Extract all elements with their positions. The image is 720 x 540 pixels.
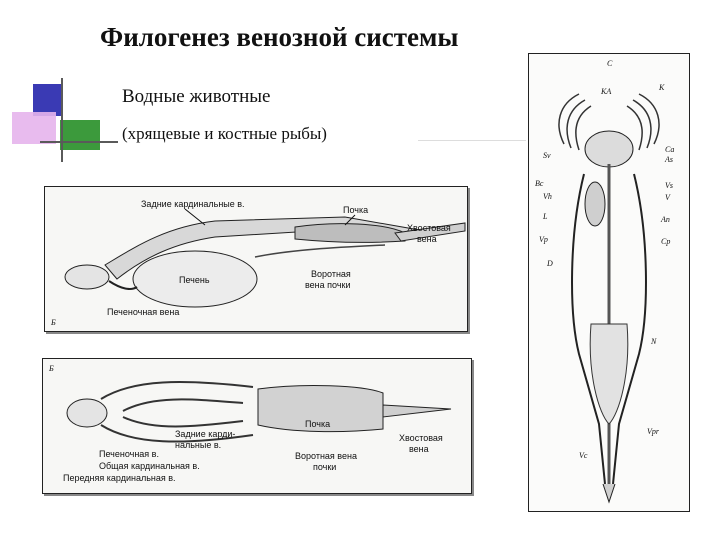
kidney-shape-b [257,385,384,433]
label-V: V [665,193,671,202]
label-Bc: Bc [535,179,544,188]
label-kidney: Почка [343,205,368,215]
label-Vpr: Vpr [647,427,660,436]
kidney-shape [294,223,406,243]
blue-square [33,84,63,116]
label-hepatic-vein: Печеночная вена [107,307,179,317]
cardinal-loops-shape [100,381,254,443]
label-As: As [664,155,673,164]
label-front-cardinal-b: Передняя кардинальная в. [63,473,176,483]
label-C: C [607,59,613,68]
divider-line [418,140,526,141]
label-D: D [546,259,553,268]
label-portal-vein-line1: Воротная [311,269,351,279]
green-square [60,120,100,150]
label-Vs: Vs [665,181,673,190]
label-portal-vein-b-line1: Воротная вена [295,451,357,461]
label-tag-panel-b: Б [48,364,54,373]
heart-shape [64,264,110,290]
label-tag-panel-a: Б [50,318,56,327]
label-tail-vein-line2: вена [417,234,437,244]
slide-title: Филогенез венозной системы [100,22,459,52]
heart-shape-c [584,130,634,168]
label-KA: КА [600,87,611,96]
portal-vein-shape [254,244,386,258]
diagram-panel-cartilaginous: Задние кардинальные в. Почка Хвостовая в… [44,186,468,332]
slide-note: (хрящевые и костные рыбы) [122,124,327,143]
label-rear-cardinal: Задние кардинальные в. [141,199,245,209]
kidney-shape-c [589,323,629,425]
label-tail-vein-b-line2: вена [409,444,429,454]
label-tail-vein-line1: Хвостовая [407,223,451,233]
heart-shape-b [66,398,108,428]
diagram-panel-vertical: C КА К Sv Ca As Bc Vh Vs V L An Vp Cp D … [528,53,690,512]
label-rear-cardinal-b-line1: Задние карди- [175,429,235,439]
hepatic-vein-shape [108,280,138,290]
label-kidney-b: Почка [305,419,330,429]
body-outline-left [571,173,606,485]
decorative-squares [12,78,118,162]
label-N: N [650,337,657,346]
tail-vein-shape [394,222,466,242]
label-An: An [660,215,670,224]
label-hepatic-vein-b: Печеночная в. [99,449,159,459]
label-portal-vein-b-line2: почки [313,462,336,472]
diagram-vertical-svg: C КА К Sv Ca As Bc Vh Vs V L An Vp Cp D … [535,59,674,504]
label-liver: Печень [179,275,210,285]
slide-subtitle: Водные животные [122,86,271,107]
label-Ca: Ca [665,145,674,154]
body-outline-right [612,173,647,485]
label-Vc: Vc [579,451,588,460]
liver-shape [132,250,258,308]
label-leader-kidney [344,214,356,226]
label-K: К [658,83,665,92]
tail-fin-shape [602,483,616,504]
label-portal-vein-line2: вена почки [305,280,351,290]
label-tail-vein-b-line1: Хвостовая [399,433,443,443]
liver-shape-c [584,181,606,227]
label-Vh: Vh [543,192,552,201]
tail-vein-shape-b [382,404,452,418]
diagram-cartilaginous-svg: Задние кардинальные в. Почка Хвостовая в… [50,199,466,327]
label-Sv: Sv [543,151,551,160]
label-Vp: Vp [539,235,548,244]
label-leader-rear-cardinal [184,208,206,226]
diagram-panel-bony: Б Задние карди- нальные в. Почка Печеноч… [42,358,472,494]
label-L: L [542,212,548,221]
label-Cp: Cp [661,237,670,246]
label-common-cardinal-b: Общая кардинальная в. [99,461,200,471]
diagram-bony-svg: Б Задние карди- нальные в. Почка Печеноч… [48,364,452,483]
gill-arches [558,93,660,151]
pink-square [12,112,56,144]
label-rear-cardinal-b-line2: нальные в. [175,440,221,450]
